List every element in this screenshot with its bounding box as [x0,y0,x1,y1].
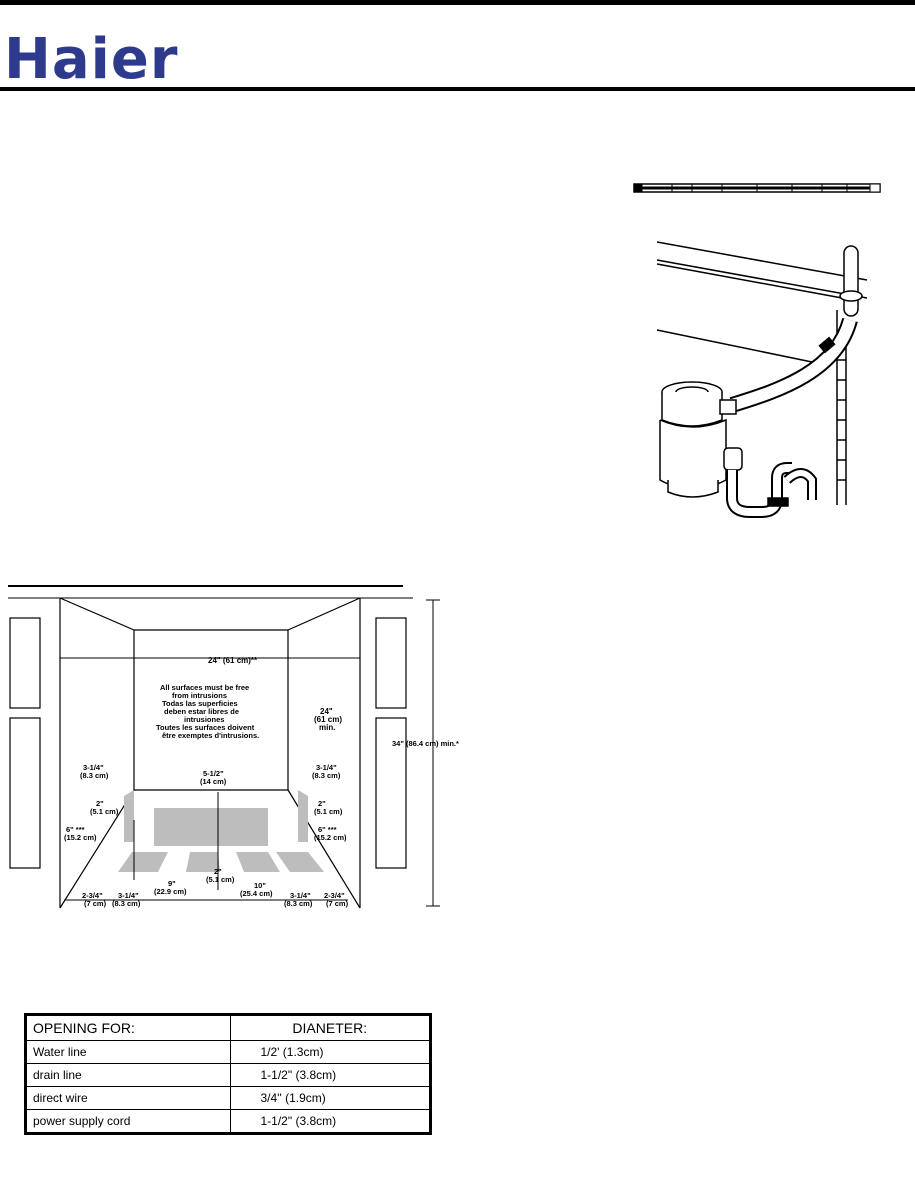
two-cm: (5.1 cm) [206,875,235,884]
bottom-right-2-in: 2-3/4" [324,891,345,900]
depth-label-1: 24" [320,707,333,716]
surfaces-en-1: All surfaces must be free [160,683,249,692]
surfaces-en-2: from intrusions [172,691,227,700]
bottom-left-1-cm: (7 cm) [84,899,107,908]
left-2-in: 2" [96,799,104,808]
bottom-right-2-cm: (7 cm) [326,899,349,908]
ten-in: 10" [254,881,266,890]
table-cell-opening: drain line [25,1063,231,1087]
bottom-left-2-cm: (8.3 cm) [112,899,141,908]
right-2-in: 2" [318,799,326,808]
center-cm: (14 cm) [200,777,227,786]
bottom-right-1-in: 3-1/4" [290,891,311,900]
center-in: 5-1/2" [203,769,224,778]
right-side-cm: (8.3 cm) [312,771,341,780]
top-rule [0,0,915,5]
table-cell-diameter: 3/4'' (1.9cm) [229,1086,431,1110]
right-side-in: 3-1/4" [316,763,337,772]
ten-cm: (25.4 cm) [240,889,273,898]
right-6-in: 6" *** [318,825,337,834]
table-cell-diameter: 1/2' (1.3cm) [229,1040,431,1064]
nine-cm: (22.9 cm) [154,887,187,896]
brand-logo: Haier [4,27,179,92]
table-cell-opening: Water line [25,1040,231,1064]
left-side-cm: (8.3 cm) [80,771,109,780]
table-cell-opening: power supply cord [25,1109,231,1134]
right-6-cm: (15.2 cm) [314,833,347,842]
left-2-cm: (5.1 cm) [90,807,119,816]
table-header-opening: OPENING FOR: [25,1014,231,1041]
disposal-drain-illustration [633,183,881,518]
table-cell-diameter: 1-1/2" (3.8cm) [229,1109,431,1134]
surfaces-es-3: intrusiones [184,715,224,724]
height-label: 34" (86.4 cm) min.* [392,739,459,748]
bottom-right-1-cm: (8.3 cm) [284,899,313,908]
depth-label-2: (61 cm) [314,715,342,724]
table-header-diameter: DIANETER: [229,1014,431,1041]
table-header-row: OPENING FOR: DIANETER: [25,1014,431,1041]
left-6-in: 6" *** [66,825,85,834]
table-row: Water line 1/2' (1.3cm) [25,1040,431,1064]
bottom-left-1-in: 2-3/4" [82,891,103,900]
left-side-in: 3-1/4" [83,763,104,772]
bottom-left-2-in: 3-1/4" [118,891,139,900]
right-2-cm: (5.1 cm) [314,807,343,816]
table-row: direct wire 3/4'' (1.9cm) [25,1086,431,1110]
cabinet-opening-diagram: 24" (61 cm)** All surfaces must be free … [8,585,459,909]
surfaces-fr-2: être exemptes d'intrusions. [162,731,259,740]
ruler-strip [633,183,881,193]
top-width-label: 24" (61 cm)** [208,656,258,665]
openings-table: OPENING FOR: DIANETER: Water line 1/2' (… [24,1013,432,1135]
table-row: power supply cord 1-1/2" (3.8cm) [25,1109,431,1134]
header-rule [0,87,915,91]
nine-in: 9" [168,879,176,888]
table-row: drain line 1-1/2" (3.8cm) [25,1063,431,1087]
surfaces-es-1: Todas las superficies [162,699,238,708]
surfaces-fr-1: Toutes les surfaces doivent [156,723,255,732]
table-cell-opening: direct wire [25,1086,231,1110]
table-cell-diameter: 1-1/2" (3.8cm) [229,1063,431,1087]
two-in: 2" [214,867,222,876]
depth-label-3: min. [319,723,335,732]
surfaces-es-2: deben estar libres de [164,707,239,716]
left-6-cm: (15.2 cm) [64,833,97,842]
